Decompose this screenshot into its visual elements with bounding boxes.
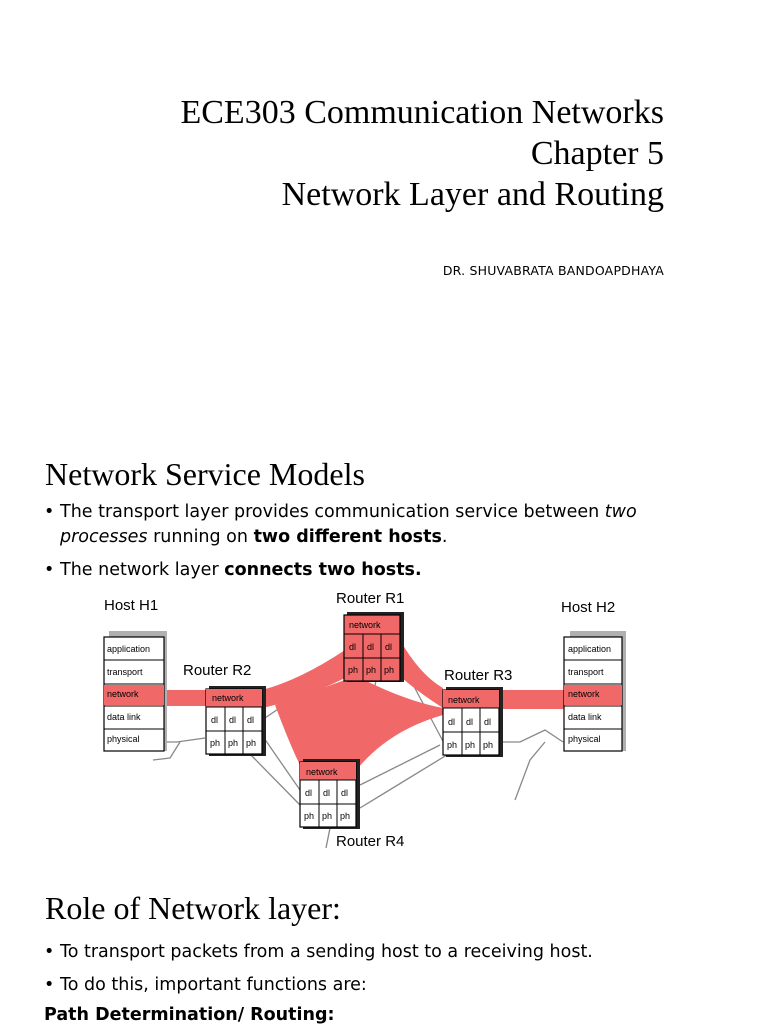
bullet-text: . xyxy=(441,527,448,547)
host-h2-label: Host H2 xyxy=(561,599,615,616)
host-h1: application transport network data link … xyxy=(103,597,167,752)
slide-title: ECE303 Communication Networks Chapter 5 … xyxy=(180,92,664,215)
router-r1-dl: dl xyxy=(367,642,374,652)
bullet-dot-icon: • xyxy=(44,975,55,995)
path-r1-r4-r3 xyxy=(330,670,443,768)
router-r2-dl: dl xyxy=(229,715,236,725)
role-bullets: • To transport packets from a sending ho… xyxy=(44,940,704,1006)
router-r4-dl: dl xyxy=(323,788,330,798)
bullet-dot-icon: • xyxy=(44,942,55,962)
router-r2-ph: ph xyxy=(228,738,238,748)
host-h2-network-highlight xyxy=(564,685,622,705)
bullet-bold-text: two different hosts xyxy=(253,527,442,547)
section-heading-role: Role of Network layer: xyxy=(45,890,341,926)
bullet-text: running on xyxy=(147,527,254,547)
router-r2-ph: ph xyxy=(210,738,220,748)
router-r4-label: Router R4 xyxy=(336,833,404,850)
host-h1-layer-application: application xyxy=(107,644,150,654)
bullet-dot-icon: • xyxy=(44,560,55,580)
router-frame xyxy=(343,614,401,682)
bullet-network-layer: • The network layer connects two hosts. xyxy=(44,558,704,583)
router-r4-network-highlight xyxy=(300,762,356,780)
router-r2-ph: ph xyxy=(246,738,256,748)
router-r4-ph: ph xyxy=(322,811,332,821)
bullet-text: The network layer xyxy=(60,560,225,580)
bullet-important-functions: • To do this, important functions are: xyxy=(44,973,704,998)
host-h2-layer-data-link: data link xyxy=(568,712,602,722)
bullet-text: The transport layer provides communicati… xyxy=(60,502,605,522)
router-r3-label: Router R3 xyxy=(444,667,512,684)
title-line-chapter: Chapter 5 xyxy=(530,135,664,172)
host-h2: application transport network data link … xyxy=(561,599,626,752)
path-r3-h2 xyxy=(500,690,566,709)
router-r4-ph: ph xyxy=(304,811,314,821)
router-r2-dl: dl xyxy=(247,715,254,725)
router-r3-ph: ph xyxy=(483,740,493,750)
bullet-text: To transport packets from a sending host… xyxy=(60,942,593,962)
host-h1-network-highlight xyxy=(104,685,164,705)
router-r1-network: network xyxy=(349,620,381,630)
service-models-bullets: • The transport layer provides communica… xyxy=(44,500,704,591)
section-heading-service-models: Network Service Models xyxy=(45,456,365,492)
router-r1-ph: ph xyxy=(366,665,376,675)
router-r4-ph: ph xyxy=(340,811,350,821)
bullet-bold-text: connects two hosts. xyxy=(224,560,422,580)
host-h1-layer-network: network xyxy=(107,689,139,699)
router-r3-dl: dl xyxy=(484,717,491,727)
router-r1: network dl dl dl ph ph ph Router R1 xyxy=(336,590,404,682)
router-r3-dl: dl xyxy=(466,717,473,727)
router-r2-network-highlight xyxy=(206,689,262,707)
router-r1-ph: ph xyxy=(348,665,358,675)
network-diagram: application transport network data link … xyxy=(103,590,626,850)
router-r3-network-highlight xyxy=(443,690,499,708)
author-name: DR. SHUVABRATA BANDOAPDHAYA xyxy=(442,263,664,278)
host-h2-layer-physical: physical xyxy=(568,734,601,744)
router-r1-label: Router R1 xyxy=(336,590,404,607)
router-r1-ph: ph xyxy=(384,665,394,675)
router-r4-network: network xyxy=(306,767,338,777)
router-r4-dl: dl xyxy=(341,788,348,798)
path-r2-r1-r4 xyxy=(275,680,346,765)
bullet-transport-layer: • The transport layer provides communica… xyxy=(44,500,704,550)
subheading-path-determination: Path Determination/ Routing: xyxy=(44,1005,335,1025)
bullet-dot-icon: • xyxy=(44,502,55,522)
title-line-topic: Network Layer and Routing xyxy=(281,176,664,213)
host-h2-layer-network: network xyxy=(568,689,600,699)
host-h2-layer-transport: transport xyxy=(568,667,604,677)
router-r3-ph: ph xyxy=(465,740,475,750)
title-line-course: ECE303 Communication Networks xyxy=(180,94,664,131)
bullet-italic-text: two processes xyxy=(60,502,637,547)
bullet-text: To do this, important functions are: xyxy=(60,975,367,995)
path-h1-r2 xyxy=(165,690,207,706)
router-r4: network dl dl dl ph ph ph Router R4 xyxy=(299,759,404,850)
host-h1-layer-physical: physical xyxy=(107,734,140,744)
router-r3-ph: ph xyxy=(447,740,457,750)
host-h2-layer-application: application xyxy=(568,644,611,654)
router-r1-dl: dl xyxy=(385,642,392,652)
bullet-transport-packets: • To transport packets from a sending ho… xyxy=(44,940,704,965)
host-h1-layer-transport: transport xyxy=(107,667,143,677)
router-r4-dl: dl xyxy=(305,788,312,798)
router-r2-label: Router R2 xyxy=(183,662,251,679)
router-r1-dl: dl xyxy=(349,642,356,652)
host-h1-layer-data-link: data link xyxy=(107,712,141,722)
router-r2-dl: dl xyxy=(211,715,218,725)
router-r3: network dl dl dl ph ph ph Router R3 xyxy=(442,667,512,757)
router-r2: network dl dl dl ph ph ph Router R2 xyxy=(183,662,266,756)
router-r3-network: network xyxy=(448,695,480,705)
path-r1-r3 xyxy=(400,640,443,708)
network-path-highlight xyxy=(165,640,566,768)
router-r3-dl: dl xyxy=(448,717,455,727)
router-r2-network: network xyxy=(212,693,244,703)
path-r2-r1 xyxy=(262,650,345,708)
host-h1-label: Host H1 xyxy=(104,597,158,614)
